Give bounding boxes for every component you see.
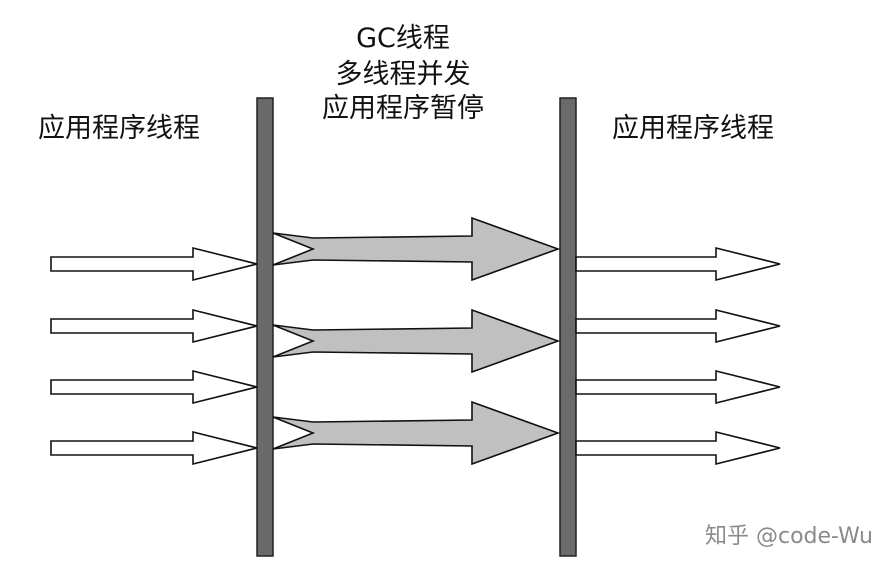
app-thread-arrow-left-3: [50, 369, 258, 405]
app-thread-arrow-right-4: [575, 430, 781, 466]
app-pause-label: 应用程序暂停: [322, 93, 484, 124]
gc-thread-arrow-2: [272, 308, 561, 374]
app-thread-arrow-right-2: [575, 308, 781, 344]
left-app-thread-label: 应用程序线程: [38, 113, 200, 144]
multithread-concurrent-label: 多线程并发: [335, 59, 471, 90]
app-thread-arrow-right-3: [575, 369, 781, 405]
right-app-thread-label: 应用程序线程: [612, 113, 774, 144]
watermark: 知乎 @code-Wu: [704, 524, 873, 549]
left-pause-bar: [256, 97, 274, 557]
gc-thread-label: GC线程: [356, 23, 450, 54]
app-thread-arrow-left-1: [50, 246, 258, 282]
app-thread-arrow-right-1: [575, 246, 781, 282]
gc-thread-arrow-3: [272, 400, 561, 466]
app-thread-arrow-left-2: [50, 308, 258, 344]
right-pause-bar: [559, 97, 577, 557]
app-thread-arrow-left-4: [50, 430, 258, 466]
gc-thread-arrow-1: [272, 216, 561, 282]
